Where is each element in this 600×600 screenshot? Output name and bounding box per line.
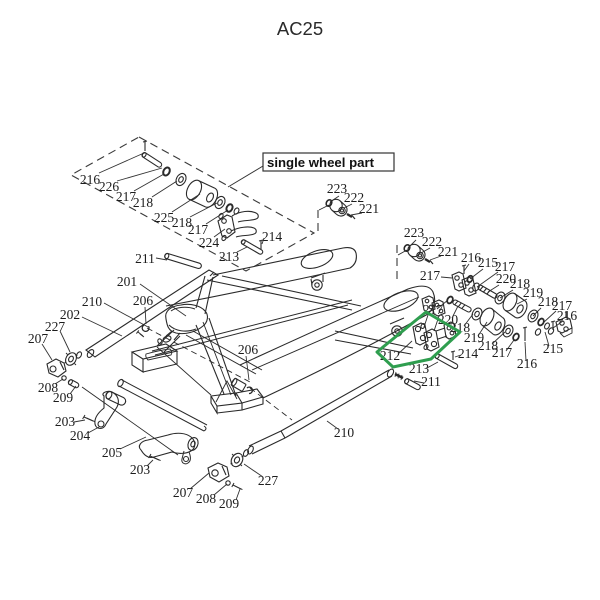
svg-text:202: 202 bbox=[60, 307, 80, 322]
svg-text:227: 227 bbox=[45, 319, 66, 334]
svg-text:217: 217 bbox=[495, 259, 516, 274]
svg-text:218: 218 bbox=[538, 294, 559, 309]
svg-text:213: 213 bbox=[219, 249, 240, 264]
svg-text:single wheel part: single wheel part bbox=[267, 155, 375, 170]
svg-text:223: 223 bbox=[404, 225, 425, 240]
svg-text:214: 214 bbox=[458, 346, 479, 361]
svg-text:207: 207 bbox=[173, 485, 194, 500]
svg-text:218: 218 bbox=[510, 276, 531, 291]
svg-text:217: 217 bbox=[420, 268, 441, 283]
svg-text:208: 208 bbox=[38, 380, 59, 395]
svg-text:206: 206 bbox=[238, 342, 259, 357]
svg-text:203: 203 bbox=[130, 462, 151, 477]
svg-text:217: 217 bbox=[188, 222, 209, 237]
svg-text:208: 208 bbox=[196, 491, 217, 506]
svg-text:222: 222 bbox=[422, 234, 442, 249]
svg-text:216: 216 bbox=[517, 356, 538, 371]
svg-text:205: 205 bbox=[102, 445, 123, 460]
svg-text:210: 210 bbox=[82, 294, 103, 309]
svg-text:217: 217 bbox=[552, 298, 573, 313]
svg-text:217: 217 bbox=[116, 189, 137, 204]
svg-text:218: 218 bbox=[133, 195, 154, 210]
svg-text:216: 216 bbox=[461, 250, 482, 265]
svg-text:203: 203 bbox=[55, 414, 76, 429]
svg-text:211: 211 bbox=[421, 374, 441, 389]
svg-text:210: 210 bbox=[334, 425, 355, 440]
svg-text:201: 201 bbox=[117, 274, 137, 289]
svg-text:219: 219 bbox=[523, 285, 544, 300]
svg-text:213: 213 bbox=[409, 361, 430, 376]
svg-text:220: 220 bbox=[496, 271, 517, 286]
svg-text:216: 216 bbox=[557, 308, 578, 323]
svg-text:214: 214 bbox=[262, 229, 283, 244]
svg-text:211: 211 bbox=[135, 251, 155, 266]
svg-text:209: 209 bbox=[53, 390, 74, 405]
svg-text:223: 223 bbox=[327, 181, 348, 196]
svg-text:222: 222 bbox=[344, 190, 364, 205]
svg-text:225: 225 bbox=[154, 210, 175, 225]
svg-text:224: 224 bbox=[199, 235, 220, 250]
svg-text:221: 221 bbox=[359, 201, 379, 216]
svg-text:216: 216 bbox=[80, 172, 101, 187]
svg-text:AC25: AC25 bbox=[277, 18, 323, 39]
svg-text:204: 204 bbox=[70, 428, 91, 443]
svg-text:209: 209 bbox=[219, 496, 240, 511]
svg-text:215: 215 bbox=[478, 255, 499, 270]
svg-text:218: 218 bbox=[478, 338, 499, 353]
svg-text:207: 207 bbox=[28, 331, 49, 346]
svg-text:218: 218 bbox=[172, 215, 193, 230]
svg-text:217: 217 bbox=[492, 345, 513, 360]
svg-text:226: 226 bbox=[99, 179, 120, 194]
svg-text:206: 206 bbox=[133, 293, 154, 308]
svg-text:215: 215 bbox=[543, 341, 564, 356]
svg-text:221: 221 bbox=[438, 244, 458, 259]
